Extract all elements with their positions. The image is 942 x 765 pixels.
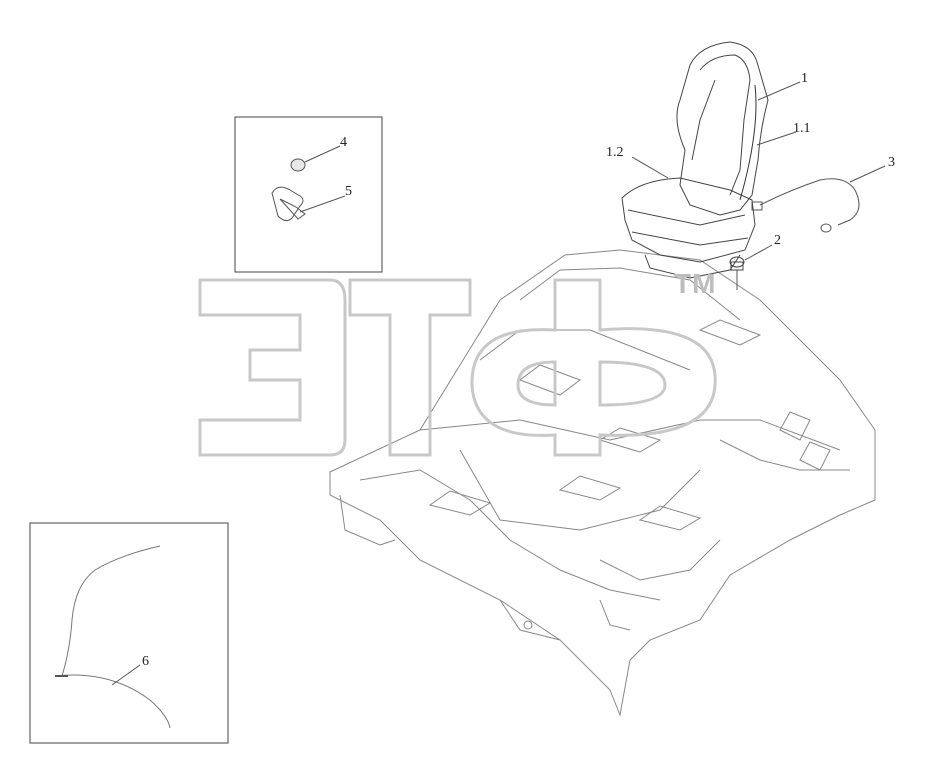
callout-3: 3 bbox=[888, 155, 895, 170]
cab-floor bbox=[329, 249, 876, 717]
watermark-logo bbox=[198, 278, 717, 457]
detail-frame-6 bbox=[29, 522, 229, 744]
part-4-cap bbox=[290, 158, 306, 172]
callout-6: 6 bbox=[142, 654, 149, 669]
detail-frame-4-5 bbox=[234, 116, 383, 273]
callout-4: 4 bbox=[340, 135, 347, 150]
part-6-wire bbox=[61, 545, 161, 677]
leader-lines bbox=[111, 81, 886, 686]
callout-1: 1 bbox=[801, 71, 808, 86]
callout-2: 2 bbox=[774, 233, 781, 248]
watermark-tm: TM bbox=[674, 268, 717, 299]
callout-1-2: 1.2 bbox=[606, 145, 624, 160]
part-5-clamp bbox=[271, 186, 304, 222]
part-3-cable bbox=[751, 178, 860, 233]
callout-5: 5 bbox=[345, 184, 352, 199]
callout-1-1: 1.1 bbox=[793, 121, 811, 136]
part-1-seat bbox=[621, 41, 769, 279]
